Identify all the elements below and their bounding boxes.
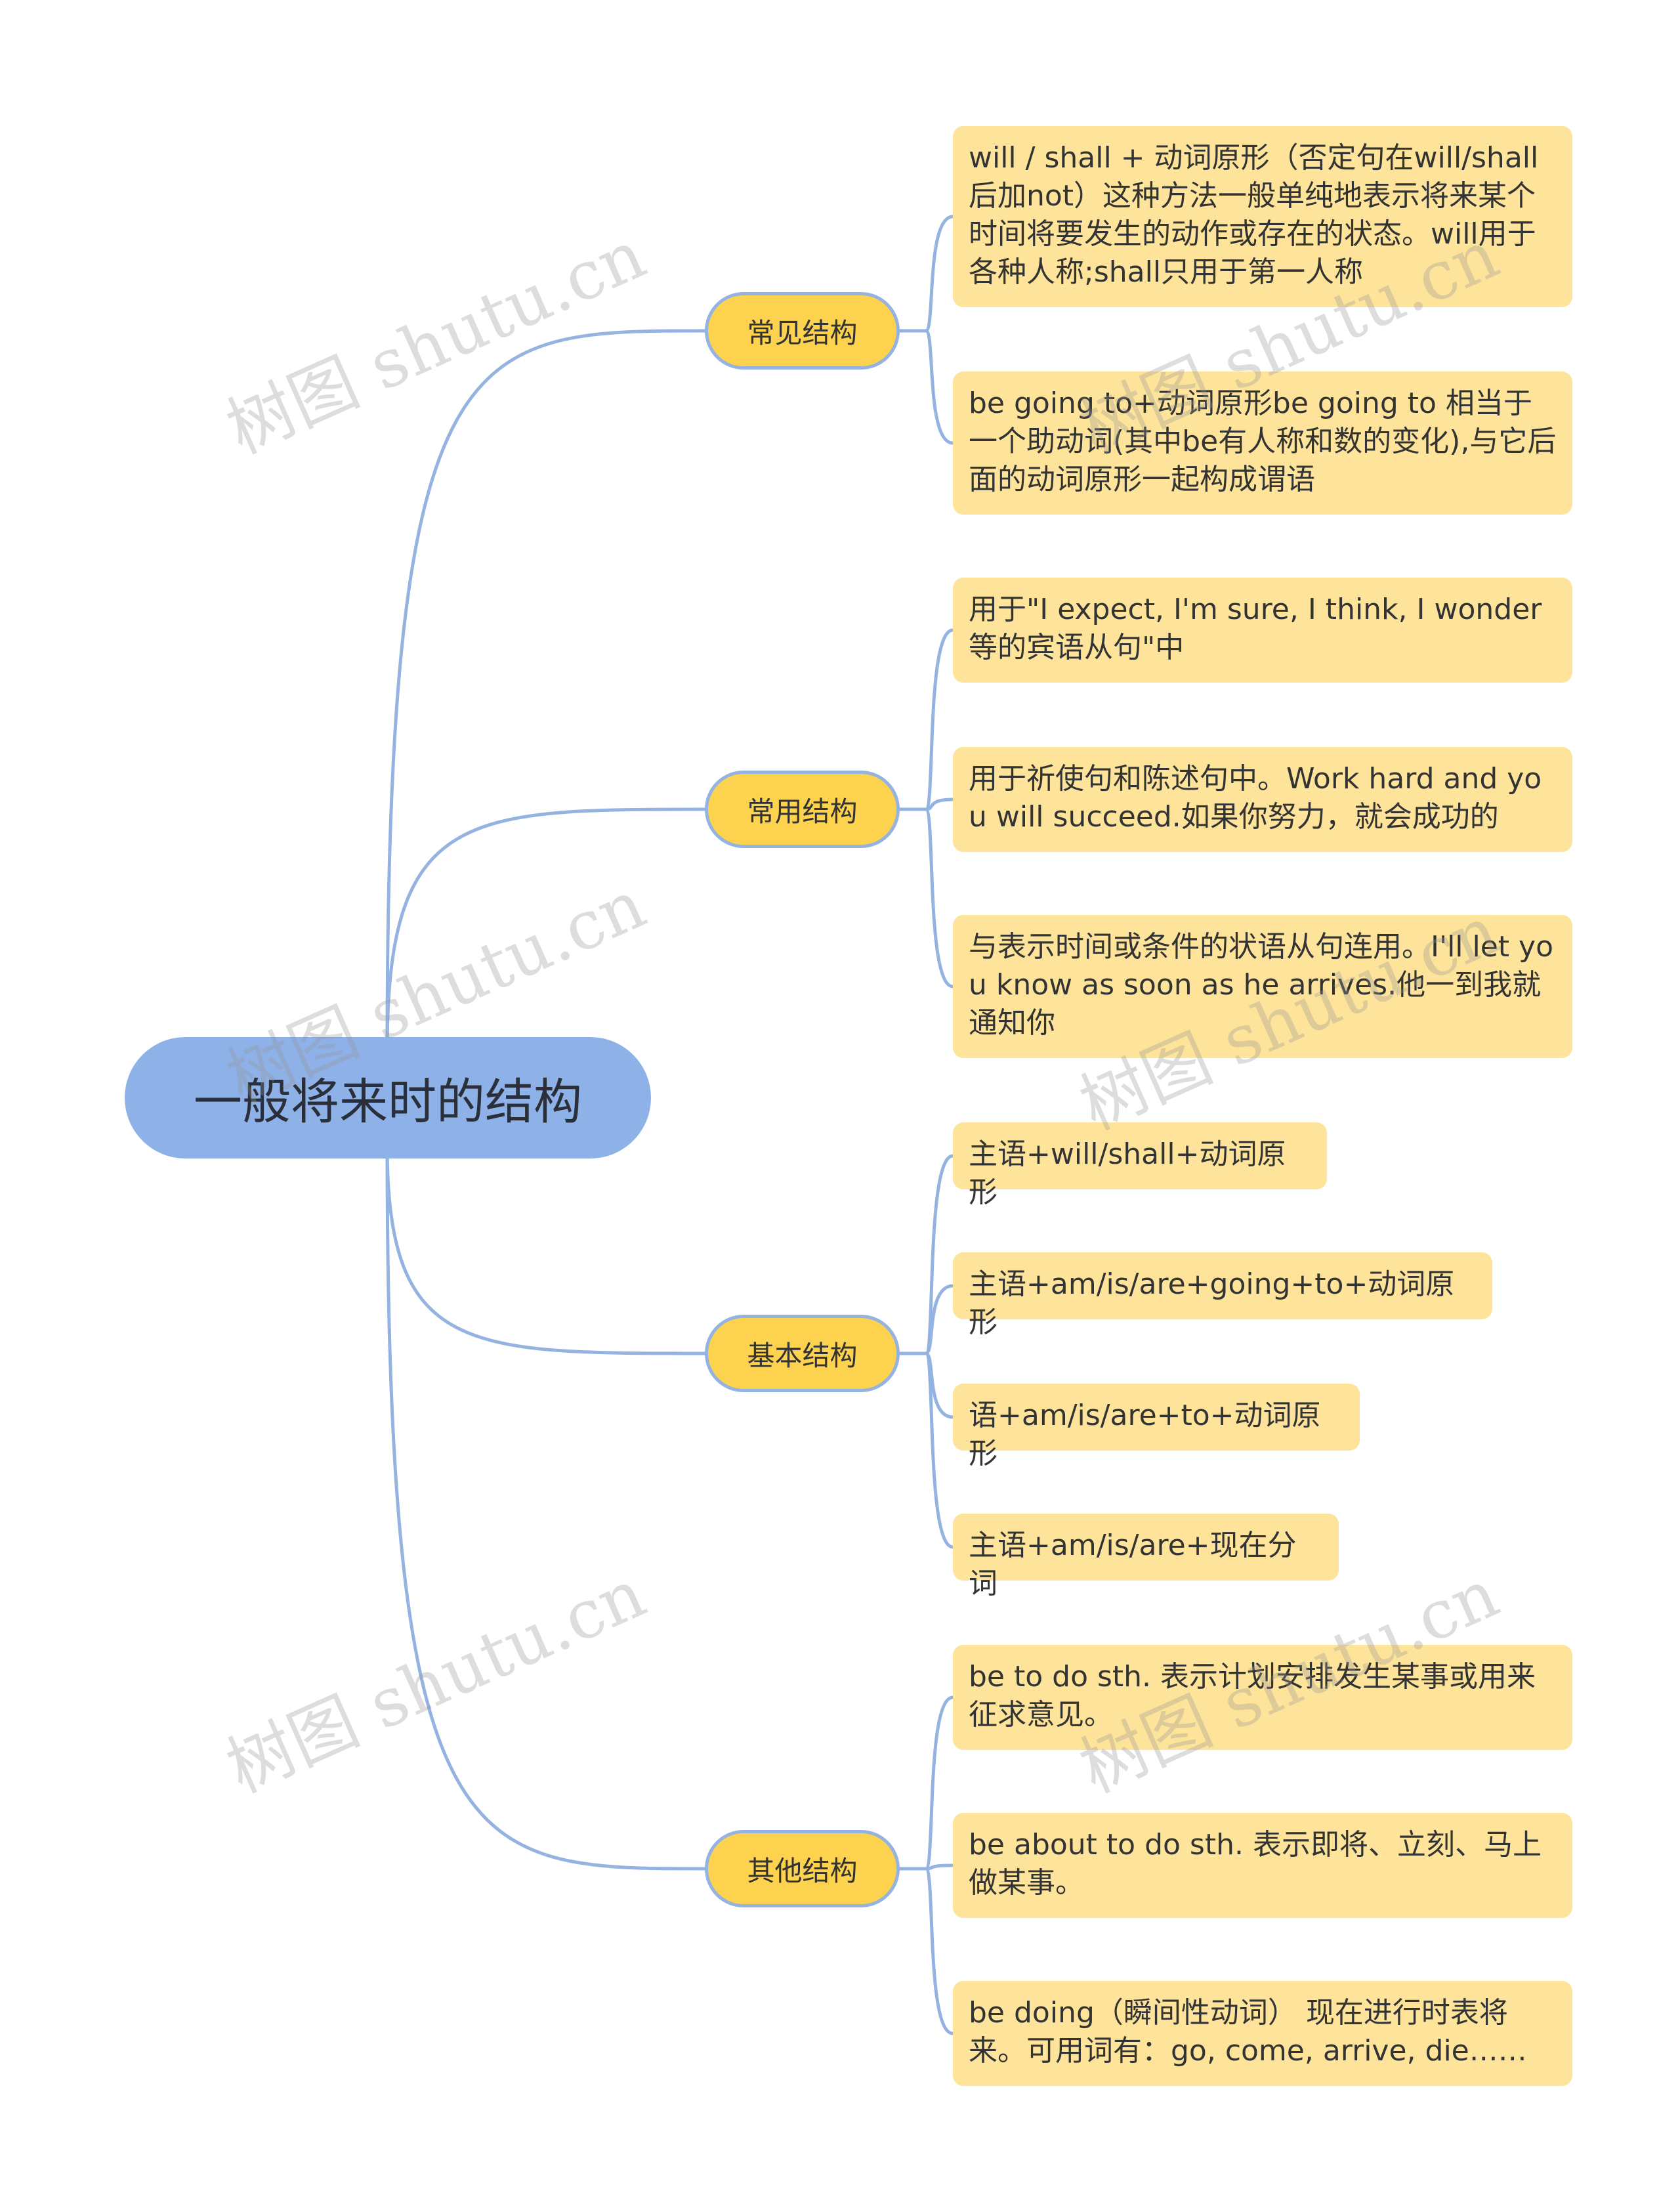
connector-line [924,628,955,811]
connector-line [924,1284,955,1355]
leaf-node[interactable]: 主语+am/is/are+going+to+动词原形 [953,1252,1492,1339]
leaf-node[interactable]: 语+am/is/are+to+动词原形 [953,1384,1360,1470]
connector-line [924,1154,955,1355]
connector-line [924,1867,955,2035]
connector-line [924,807,955,988]
leaf-node[interactable]: 用于"I expect, I'm sure, I think, I wonder… [953,578,1572,683]
connector-line [924,329,955,445]
connector-line [385,329,707,1052]
branch-node[interactable]: 基本结构 [705,1315,900,1392]
connector-line [924,1351,955,1549]
leaf-node[interactable]: be to do sth. 表示计划安排发生某事或用来征求意见。 [953,1645,1572,1750]
leaf-node[interactable]: 主语+am/is/are+现在分词 [953,1514,1339,1600]
connector-line [385,1143,707,1355]
branch-node[interactable]: 其他结构 [705,1830,900,1907]
leaf-node[interactable]: 与表示时间或条件的状语从句连用。I'll let you know as soo… [953,915,1572,1058]
branch-node[interactable]: 常用结构 [705,771,900,848]
leaf-node[interactable]: be going to+动词原形be going to 相当于一个助动词(其中b… [953,372,1572,515]
connector-line [385,807,707,1052]
connector-line [924,1863,955,1871]
leaf-node[interactable]: 用于祈使句和陈述句中。Work hard and you will succee… [953,747,1572,852]
connector-line [385,1143,707,1871]
leaf-node[interactable]: be about to do sth. 表示即将、立刻、马上做某事。 [953,1813,1572,1918]
leaf-node[interactable]: be doing（瞬间性动词） 现在进行时表将来。可用词有：go, come, … [953,1981,1572,2086]
connector-line [924,215,955,333]
leaf-node[interactable]: 主语+will/shall+动词原形 [953,1122,1327,1209]
connector-line [924,1695,955,1871]
branch-node[interactable]: 常见结构 [705,292,900,370]
leaf-node[interactable]: will / shall + 动词原形（否定句在will/shall后加not）… [953,126,1572,307]
root-node[interactable]: 一般将来时的结构 [125,1037,651,1158]
